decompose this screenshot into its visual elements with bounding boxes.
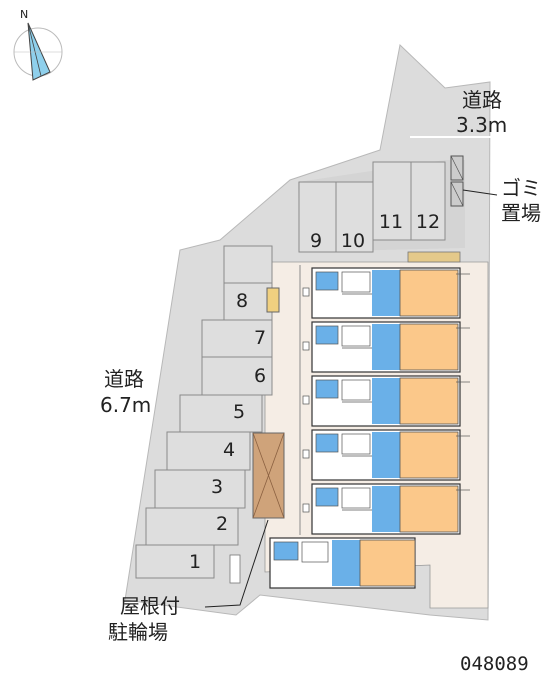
road-left-width: 6.7m	[100, 393, 151, 417]
road-left-name: 道路	[104, 367, 144, 391]
unit-row	[302, 375, 470, 427]
meter-box	[266, 287, 280, 313]
parking-number-8: 8	[236, 290, 248, 312]
unit-row	[302, 321, 470, 373]
parking-left	[135, 245, 273, 579]
garbage-label-line2: 置場	[501, 201, 541, 225]
garbage-label-line1: ゴミ	[501, 176, 541, 200]
parking-number-5: 5	[233, 401, 245, 423]
compass: N	[13, 8, 63, 81]
parking-number-10: 10	[341, 230, 365, 252]
unit-row-bottom	[269, 537, 416, 589]
hedge-strip	[407, 251, 461, 263]
parking-number-2: 2	[216, 513, 228, 535]
parking-number-9: 9	[310, 230, 322, 252]
parking-upper	[298, 161, 446, 253]
parking-number-3: 3	[211, 476, 223, 498]
building-units	[269, 267, 470, 589]
parking-number-1: 1	[189, 551, 201, 573]
unit-row	[302, 483, 470, 535]
unit-row	[302, 267, 470, 319]
bike-parking-label-line2: 駐輪場	[108, 620, 168, 644]
parking-number-6: 6	[254, 365, 266, 387]
unit-row	[302, 429, 470, 481]
road-top-name: 道路	[462, 88, 502, 112]
parking-number-11: 11	[379, 211, 403, 233]
garbage-leader-line	[462, 189, 498, 196]
parking-number-7: 7	[254, 327, 266, 349]
parking-number-4: 4	[223, 439, 235, 461]
bike-parking-label-line1: 屋根付	[120, 594, 180, 618]
road-top-width: 3.3m	[456, 113, 507, 137]
compass-north-label: N	[20, 8, 28, 21]
compass-needle-icon	[27, 22, 51, 81]
bike-leader-line	[204, 519, 269, 608]
parking-number-12: 12	[416, 211, 440, 233]
property-code: 048089	[460, 653, 529, 675]
